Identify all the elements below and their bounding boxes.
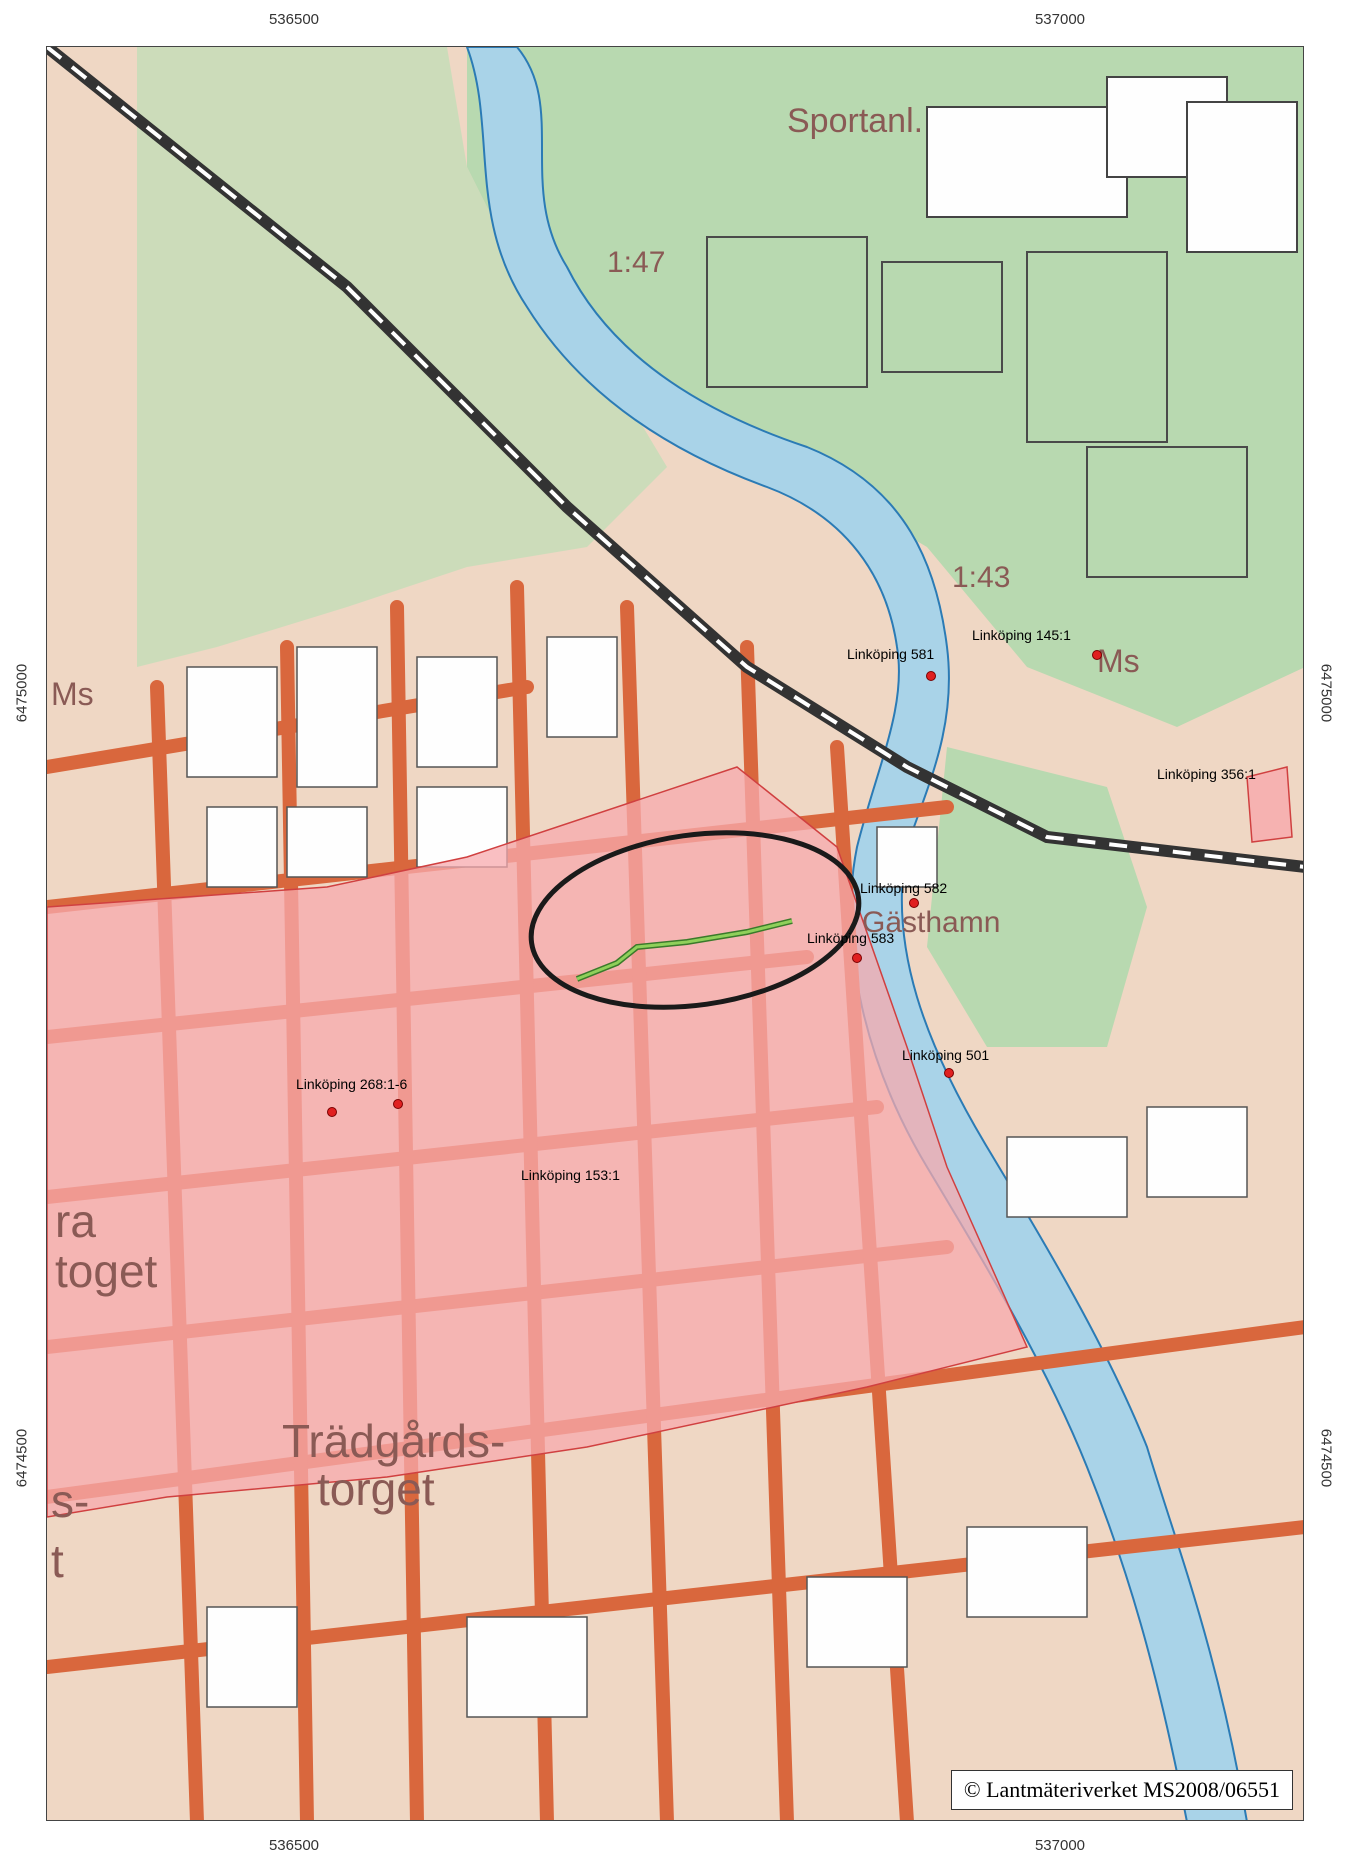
- site-marker-linkoping-268-1-6[interactable]: Linköping 268:1-6: [296, 1076, 408, 1117]
- map-text-gasthamn: Gästhamn: [862, 906, 1000, 939]
- railway: [47, 47, 1303, 873]
- coord-right-6474500: 6474500: [1317, 1428, 1335, 1488]
- site-marker-linkoping-501[interactable]: Linköping 501: [902, 1047, 989, 1078]
- map-text-left-t: t: [51, 1535, 64, 1587]
- protected-zone: [47, 766, 1029, 1518]
- coord-bottom-536500: 536500: [268, 1837, 320, 1854]
- map-text-ms-left: Ms: [51, 676, 94, 712]
- site-marker-linkoping-583[interactable]: Linköping 583: [807, 930, 894, 963]
- map-frame[interactable]: Sportanl. 1:47 1:43 Ms Ms Gästhamn Trädg…: [46, 46, 1304, 1821]
- park-area-east: [927, 747, 1147, 1047]
- map-text-sportanl: Sportanl.: [787, 102, 923, 140]
- stadium-building-1: [926, 106, 1128, 218]
- map-text-left-s: s-: [51, 1475, 89, 1527]
- site-label-linkoping-356-1: Linköping 356:1: [1157, 766, 1256, 782]
- site-label-linkoping-145-1: Linköping 145:1: [972, 627, 1071, 643]
- sports-field-4: [1086, 446, 1248, 578]
- highlight-line-inner: [576, 919, 793, 981]
- coord-left-6474500: 6474500: [13, 1428, 31, 1488]
- coord-top-537000: 537000: [1034, 11, 1086, 28]
- map-canvas[interactable]: Sportanl. 1:47 1:43 Ms Ms Gästhamn Trädg…: [47, 47, 1304, 1821]
- highlight-ellipse: [528, 830, 862, 1010]
- site-label-linkoping-582: Linköping 582: [860, 880, 947, 896]
- site-marker-linkoping-581[interactable]: Linköping 581: [847, 646, 936, 681]
- site-label-linkoping-153-1: Linköping 153:1: [521, 1167, 620, 1183]
- site-label-linkoping-583: Linköping 583: [807, 930, 894, 946]
- buildings: [186, 636, 1248, 1718]
- stadium-building-3: [1186, 101, 1298, 253]
- map-text-tradgards-1: Trädgårds-: [282, 1415, 505, 1467]
- sports-field-3: [1026, 251, 1168, 443]
- copyright-notice: © Lantmäteriverket MS2008/06551: [950, 1770, 1293, 1810]
- sports-field-2: [881, 261, 1003, 373]
- site-marker-linkoping-153-1[interactable]: Linköping 153:1: [521, 1167, 620, 1183]
- map-text-tradgards-2: torget: [317, 1463, 435, 1515]
- map-text-ratio-147: 1:47: [607, 246, 665, 279]
- coord-top-536500: 536500: [268, 11, 320, 28]
- map-text-ra: ra: [55, 1195, 96, 1247]
- site-label-linkoping-501: Linköping 501: [902, 1047, 989, 1063]
- site-label-linkoping-581: Linköping 581: [847, 646, 934, 662]
- coord-bottom-537000: 537000: [1034, 1837, 1086, 1854]
- park-area-west: [137, 47, 667, 667]
- map-text-ms-right: Ms: [1097, 643, 1140, 679]
- map-text-ratio-143: 1:43: [952, 561, 1010, 594]
- sports-field-1: [706, 236, 868, 388]
- coord-right-6475000: 6475000: [1317, 663, 1335, 723]
- site-marker-linkoping-145-1[interactable]: Linköping 145:1: [972, 627, 1102, 660]
- protected-zone-small: [1246, 766, 1293, 843]
- site-label-linkoping-268-1-6: Linköping 268:1-6: [296, 1076, 408, 1092]
- site-marker-linkoping-582[interactable]: Linköping 582: [860, 880, 947, 908]
- coord-left-6475000: 6475000: [13, 663, 31, 723]
- site-marker-linkoping-356-1[interactable]: Linköping 356:1: [1157, 766, 1256, 782]
- map-text-toget: toget: [55, 1245, 158, 1297]
